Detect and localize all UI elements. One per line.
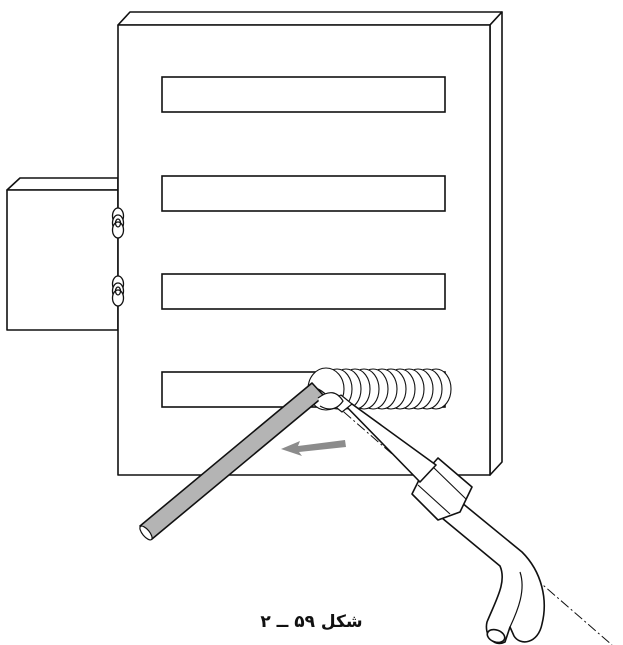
welding-torch-icon: [327, 394, 545, 645]
figure-caption: شکل ۵۹ ــ ۲: [260, 612, 363, 632]
main-plate: [117, 11, 503, 476]
hose-end: [486, 628, 506, 644]
side-plate: [6, 177, 119, 331]
slot-3: [161, 273, 446, 310]
torch-flame: [317, 392, 344, 410]
tack-weld-lower: [111, 275, 125, 307]
arrow-left-icon: [281, 440, 346, 456]
tack-welds: [111, 207, 125, 307]
tack-weld-upper: [111, 207, 125, 239]
slot-1: [161, 76, 446, 113]
slot-2: [161, 175, 446, 212]
